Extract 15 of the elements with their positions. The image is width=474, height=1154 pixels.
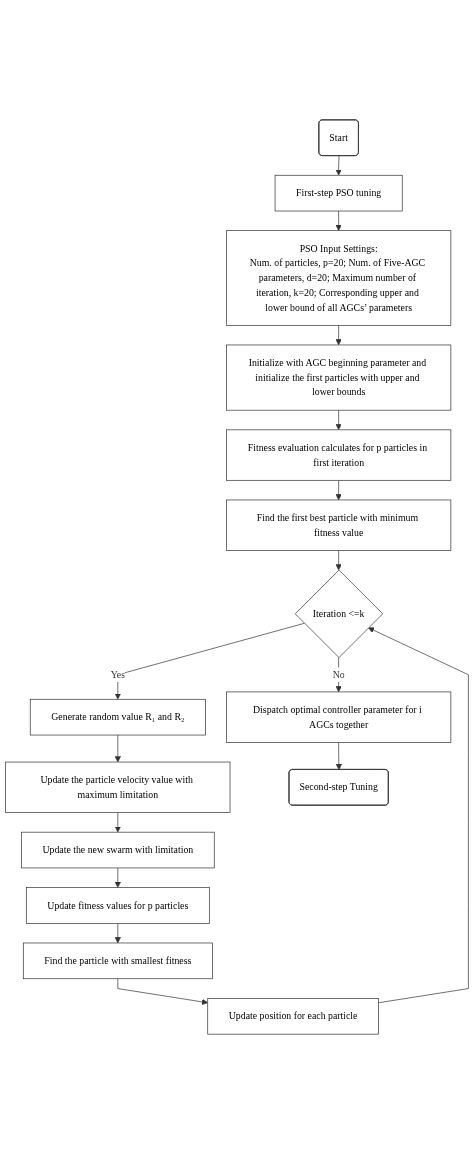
node-box: First-step PSO tuning xyxy=(274,174,403,212)
node-diamond: Iteration <=k xyxy=(294,569,384,658)
node-box: Fitness evaluation calculates for p particles in first iteration xyxy=(226,429,452,481)
node-box: PSO Input Settings: Num. of particles, p=20; Num. of Five-AGC parameters, d=20; Maximum number of iteration, k=20; Corresponding upper and lower bound of all AGCs’ parameters xyxy=(226,230,452,326)
node-box: Update position for each particle xyxy=(207,998,379,1035)
node-box: Initialize with AGC beginning parameter and initialize the first particles with upper and lower bounds xyxy=(226,344,452,411)
node-box: Dispatch optimal controller parameter for i AGCs together xyxy=(226,691,452,743)
edge-label: No xyxy=(332,669,345,680)
edge-label: Yes xyxy=(110,669,125,680)
node-box: Update fitness values for p particles xyxy=(25,887,210,924)
node-box: Find the particle with smallest fitness xyxy=(22,942,213,980)
node-box: Find the first best particle with minimum fitness value xyxy=(226,499,452,551)
node-box: Update the particle velocity value with maximum limitation xyxy=(5,761,231,813)
node-box: Generate random value R₁ and R₂ xyxy=(29,698,206,736)
node-box: Update the new swarm with limitation xyxy=(21,831,215,869)
